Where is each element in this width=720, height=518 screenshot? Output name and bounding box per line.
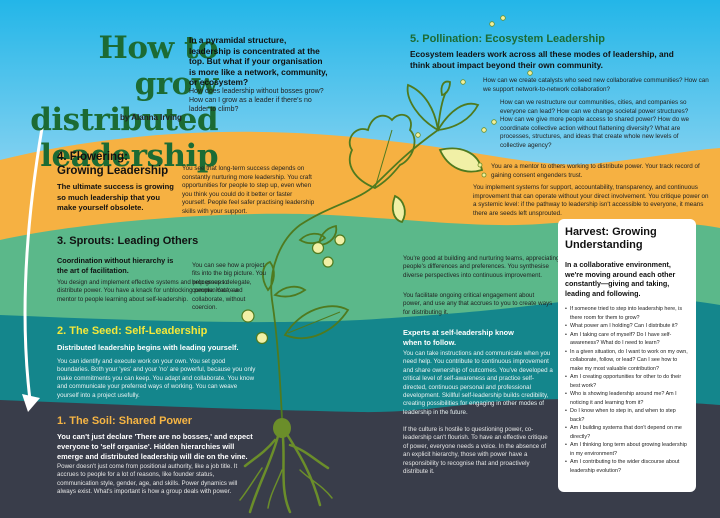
harvest-question: Am I building systems that don't depend … [565, 424, 689, 441]
harvest-questions: If someone tried to step into leadership… [565, 305, 689, 475]
harvest-question: Am I taking care of myself? Do I have se… [565, 331, 689, 348]
section-3-body: You design and implement effective syste… [57, 279, 239, 303]
section-5-title: 5. Pollination: Ecosystem Leadership [410, 33, 605, 45]
section-1-lead: You can't just declare 'There are no bos… [57, 432, 253, 461]
harvest-question: In a given situation, do I want to work … [565, 348, 689, 374]
harvest-question: Am I contributing to the wider discourse… [565, 458, 689, 475]
section-4-lead: The ultimate success is growing so much … [57, 182, 174, 212]
seed-pod-icons [241, 234, 346, 345]
byline: by Alanna Irving [120, 113, 182, 122]
harvest-question: Am I thinking long term about growing le… [565, 441, 689, 458]
harvest-question: Do I know when to step in, and when to s… [565, 407, 689, 424]
section-5-questions-2: How can we restructure our communities, … [500, 99, 690, 149]
harvest-question: If someone tried to step into leadership… [565, 305, 689, 322]
harvest-lead: In a collaborative environment, we're mo… [565, 260, 676, 298]
section-3-right-1: You're good at building and nurturing te… [403, 255, 560, 279]
section-2-right-body: You can take instructions and communicat… [403, 350, 553, 416]
poster-title: How to grow distributed leadership [28, 30, 218, 174]
section-4-title-line-1: 4. Flowering: [57, 151, 128, 163]
harvest-title: Harvest: Growing Understanding [565, 226, 657, 251]
section-3-right-2: You facilitate ongoing critical engageme… [403, 292, 553, 316]
section-5-systems: You implement systems for support, accou… [473, 184, 709, 217]
section-4-body: You see that long-term success depends o… [182, 165, 315, 215]
section-3-title: 3. Sprouts: Leading Others [57, 235, 199, 247]
section-2-title: 2. The Seed: Self-Leadership [57, 325, 208, 337]
section-4-title: 4. Flowering: Growing Leadership [57, 150, 168, 178]
plant-illustration [262, 80, 484, 419]
harvest-question: Who is showing leadership around me? Am … [565, 390, 689, 407]
title-line-1: How to grow [98, 30, 219, 102]
growth-arrow-icon [22, 127, 44, 412]
intro-statement: In a pyramidal structure, leadership is … [189, 35, 328, 87]
section-1-right: If the culture is hostile to questioning… [403, 426, 548, 476]
section-4-title-line-2: Growing Leadership [57, 165, 169, 177]
section-1-body: Power doesn't just come from positional … [57, 463, 238, 496]
section-3-lead: Coordination without hierarchy is the ar… [57, 256, 174, 275]
harvest-question: What power am I holding? Can I distribut… [565, 322, 689, 331]
section-2-right-lead: Experts at self-leadership know when to … [403, 328, 514, 347]
pollen-dot-icon [415, 15, 533, 178]
intro-questions: How does leadership without bosses grow?… [189, 88, 324, 113]
section-3-body-2: You can see how a project fits into the … [192, 262, 266, 312]
section-2-body: You can identify and execute work on you… [57, 358, 256, 399]
section-5-mentor: You are a mentor to others working to di… [491, 163, 700, 179]
section-5-questions-1: How can we create catalysts who seed new… [483, 77, 709, 93]
section-5-lead: Ecosystem leaders work across all these … [410, 49, 674, 70]
title-line-2: distributed [30, 102, 218, 138]
title-line-3: leadership [40, 138, 218, 174]
section-2-lead: Distributed leadership begins with leadi… [57, 343, 239, 352]
harvest-card: Harvest: Growing Understanding In a coll… [558, 219, 696, 492]
roots-illustration [239, 418, 333, 514]
section-1-title: 1. The Soil: Shared Power [57, 415, 193, 427]
harvest-question: Am I creating opportunities for other to… [565, 373, 689, 390]
